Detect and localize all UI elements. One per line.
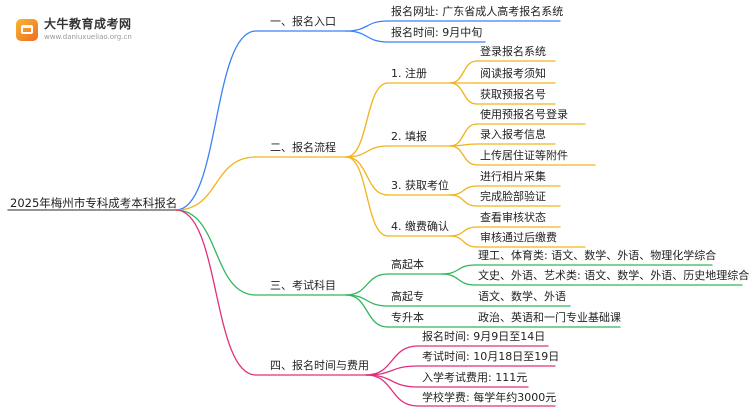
leaf-entry-time: 报名时间: 9月中旬 <box>391 26 483 39</box>
branch-label-subjects: 三、考试科目 <box>270 279 336 292</box>
b3-leaf-curve-0-1 <box>441 273 476 286</box>
b2-leaf-curve-2-0 <box>449 185 478 196</box>
b2-leaf-curve-3-0 <box>449 226 478 237</box>
b4-curve-3 <box>365 374 419 407</box>
b2-step-curve-0 <box>345 82 389 158</box>
step-register: 1. 注册 <box>391 67 427 80</box>
b2-leaf-curve-1-2 <box>449 145 478 166</box>
leaf-gqb-1: 理工、体育类: 语文、数学、外语、物理化学综合 <box>478 249 717 262</box>
leaf-fill-2: 录入报考信息 <box>480 128 546 141</box>
b2-leaf-curve-2-1 <box>449 194 478 207</box>
leaf-fill-1: 使用预报名号登录 <box>480 108 568 121</box>
step-fill: 2. 填报 <box>391 130 427 143</box>
root-to-branch-2 <box>175 209 257 296</box>
leaf-entry-url: 报名网址: 广东省成人高考报名系统 <box>391 5 564 18</box>
b2-step-curve-1 <box>345 145 389 158</box>
leaf-gqb-2: 文史、外语、艺术类: 语文、数学、外语、历史地理综合 <box>478 269 750 282</box>
b2-leaf-curve-3-1 <box>449 235 478 248</box>
b4-curve-2 <box>365 374 419 388</box>
step-payment: 4. 缴费确认 <box>391 220 449 233</box>
branch-label-schedule-fees: 四、报名时间与费用 <box>270 359 369 372</box>
leaf-fill-3: 上传居住证等附件 <box>480 149 568 162</box>
mortarboard-icon <box>16 19 38 41</box>
b2-leaf-curve-0-0 <box>449 60 478 84</box>
b3-level-curve-2 <box>345 294 389 328</box>
root-to-branch-3 <box>175 209 257 376</box>
leaf-zsb-1: 政治、英语和一门专业基础课 <box>478 311 621 324</box>
level-gqb: 高起本 <box>391 258 424 271</box>
step-seat: 3. 获取考位 <box>391 179 449 192</box>
b2-step-curve-3 <box>345 156 389 237</box>
b2-leaf-curve-1-0 <box>449 123 478 147</box>
logo-name: 大牛教育成考网 <box>44 17 132 31</box>
b2-step-curve-2 <box>345 156 389 196</box>
leaf-register-2: 阅读报考须知 <box>480 67 546 80</box>
b3-leaf-curve-0-0 <box>441 264 476 275</box>
leaf-reg-time: 报名时间: 9月9日至14日 <box>422 330 546 343</box>
level-gqz: 高起专 <box>391 290 424 303</box>
leaf-payment-2: 审核通过后缴费 <box>480 231 557 244</box>
b2-leaf-curve-0-2 <box>449 82 478 105</box>
branch-label-process: 二、报名流程 <box>270 141 336 154</box>
leaf-payment-1: 查看审核状态 <box>480 211 546 224</box>
root-node: 2025年梅州市专科成考本科报名 <box>10 196 178 210</box>
leaf-seat-1: 进行相片采集 <box>480 170 546 183</box>
leaf-register-1: 登录报名系统 <box>480 45 546 58</box>
site-logo[interactable]: 大牛教育成考网 www.daniuxueliao.org.cn <box>16 17 156 47</box>
b3-level-curve-0 <box>345 273 389 296</box>
root-to-branch-0 <box>175 30 257 211</box>
leaf-exam-time: 考试时间: 10月18日至19日 <box>422 350 560 363</box>
leaf-register-3: 获取预报名号 <box>480 88 546 101</box>
b1-curve-0 <box>345 20 389 32</box>
leaf-exam-fee: 入学考试费用: 111元 <box>422 371 528 384</box>
b3-level-curve-1 <box>345 294 389 307</box>
leaf-seat-2: 完成脸部验证 <box>480 190 546 203</box>
leaf-tuition: 学校学费: 每学年约3000元 <box>422 391 557 404</box>
leaf-gqz-1: 语文、数学、外语 <box>478 290 566 303</box>
logo-url: www.daniuxueliao.org.cn <box>44 33 132 41</box>
level-zsb: 专升本 <box>391 311 424 324</box>
b1-curve-1 <box>345 30 389 43</box>
root-to-branch-1 <box>175 156 257 211</box>
branch-label-entry: 一、报名入口 <box>270 15 336 28</box>
